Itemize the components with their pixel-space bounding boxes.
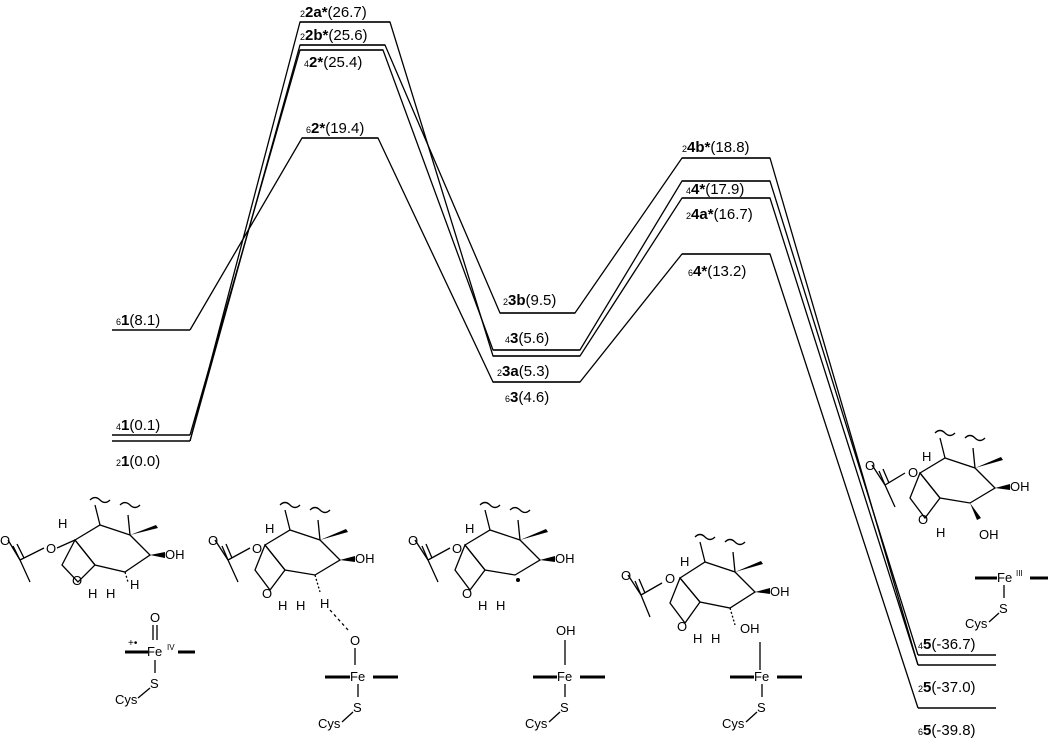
fe-o-hydroxo-2: O Fe S Cys	[318, 633, 398, 731]
svg-text:O: O	[408, 533, 418, 548]
svg-text:H: H	[58, 516, 67, 531]
svg-text:H: H	[130, 577, 139, 592]
svg-text:Cys: Cys	[525, 716, 548, 731]
level-labels: 61(8.1) 41(0.1) 21(0.0) 22a*(26.7) 22b*(…	[116, 4, 976, 739]
svg-text:Fe: Fe	[147, 644, 162, 659]
connector-doublet-a	[189, 21, 919, 666]
svg-text:O: O	[918, 512, 928, 527]
svg-text:O: O	[208, 533, 218, 548]
label-2-2b: 22b*(25.6)	[300, 27, 368, 44]
label-2-3b: 23b(9.5)	[503, 292, 556, 309]
svg-text:O: O	[452, 541, 462, 556]
svg-text:H: H	[88, 586, 97, 601]
label-2-5: 25(-37.0)	[918, 679, 976, 696]
svg-text:O: O	[621, 568, 631, 583]
svg-text:O: O	[46, 541, 56, 556]
svg-text:S: S	[150, 676, 159, 691]
connector-doublet-b	[189, 44, 919, 666]
label-2-1: 21(0.0)	[116, 453, 160, 470]
svg-text:OH: OH	[555, 551, 575, 566]
svg-text:O: O	[350, 633, 360, 648]
svg-text:OH: OH	[556, 623, 576, 638]
svg-text:O: O	[262, 586, 272, 601]
fe-iii-resting: Fe III S Cys	[965, 569, 1048, 631]
svg-text:S: S	[757, 700, 766, 715]
svg-text:H: H	[496, 598, 505, 613]
svg-text:H: H	[106, 586, 115, 601]
label-4-4: 44*(17.9)	[686, 181, 744, 198]
svg-text:Cys: Cys	[965, 616, 988, 631]
label-6-4: 64*(13.2)	[688, 263, 746, 280]
label-2-4a: 24a*(16.7)	[686, 206, 753, 223]
compound-i-iron-oxo: O +• Fe IV S Cys	[115, 610, 195, 707]
svg-text:O: O	[0, 533, 10, 548]
connector-sextet	[189, 137, 919, 709]
svg-text:S: S	[353, 700, 362, 715]
label-4-2: 42*(25.4)	[304, 54, 362, 71]
structure-4-rebound: O O OH H O H H OH	[621, 533, 790, 646]
svg-text:OH: OH	[165, 547, 185, 562]
svg-text:H: H	[478, 598, 487, 613]
svg-text:O: O	[665, 571, 675, 586]
svg-text:H: H	[680, 554, 689, 569]
svg-text:O: O	[150, 610, 160, 625]
structure-1-substrate: O O OH H O H H H	[0, 496, 185, 601]
label-6-5: 65(-39.8)	[918, 722, 976, 739]
svg-text:H: H	[936, 525, 945, 540]
label-4-3: 43(5.6)	[505, 330, 549, 347]
svg-text:H: H	[265, 521, 274, 536]
svg-text:H: H	[922, 449, 931, 464]
svg-text:Cys: Cys	[318, 716, 341, 731]
svg-text:Fe: Fe	[754, 669, 769, 684]
svg-text:III: III	[1016, 569, 1023, 578]
pathway-connectors	[189, 21, 919, 709]
svg-text:O: O	[72, 573, 82, 588]
svg-text:O: O	[677, 619, 687, 634]
svg-text:+•: +•	[128, 638, 138, 649]
label-4-1: 41(0.1)	[116, 417, 160, 434]
svg-text:H: H	[465, 521, 474, 536]
svg-text:OH: OH	[355, 551, 375, 566]
svg-text:H: H	[711, 631, 720, 646]
svg-text:OH: OH	[1010, 479, 1030, 494]
svg-text:Cys: Cys	[115, 692, 138, 707]
svg-text:OH: OH	[979, 527, 999, 542]
svg-text:Cys: Cys	[722, 716, 745, 731]
svg-text:O: O	[462, 586, 472, 601]
fe-4: Fe S Cys	[722, 642, 802, 731]
svg-text:IV: IV	[167, 643, 175, 652]
label-2-3a: 23a(5.3)	[497, 363, 550, 380]
svg-text:H: H	[693, 631, 702, 646]
svg-text:S: S	[560, 700, 569, 715]
svg-text:Fe: Fe	[997, 570, 1012, 585]
svg-text:O: O	[908, 465, 918, 480]
svg-text:H: H	[296, 598, 305, 613]
label-6-1: 61(8.1)	[116, 312, 160, 329]
label-4-5: 45(-36.7)	[918, 636, 976, 653]
svg-text:H: H	[278, 598, 287, 613]
structure-3-radical: O O OH H O H H	[408, 501, 575, 613]
svg-text:O: O	[252, 541, 262, 556]
label-6-2: 62*(19.4)	[306, 120, 364, 137]
svg-text:S: S	[999, 601, 1008, 616]
structure-5-product: O O OH H O H OH	[865, 429, 1030, 542]
structure-2-transition: O O OH H O H H H	[208, 501, 375, 631]
energy-levels	[112, 21, 996, 709]
label-2-4b: 24b*(18.8)	[682, 139, 750, 156]
svg-text:Fe: Fe	[350, 669, 365, 684]
svg-text:H: H	[320, 596, 329, 611]
label-2-2a: 22a*(26.7)	[300, 4, 367, 21]
label-6-3: 63(4.6)	[505, 389, 549, 406]
svg-text:OH: OH	[770, 584, 790, 599]
svg-text:OH: OH	[740, 621, 760, 636]
svg-text:O: O	[865, 458, 875, 473]
svg-text:Fe: Fe	[557, 669, 572, 684]
fe-oh-3: OH Fe S Cys	[525, 623, 605, 731]
connector-quartet	[189, 49, 919, 656]
